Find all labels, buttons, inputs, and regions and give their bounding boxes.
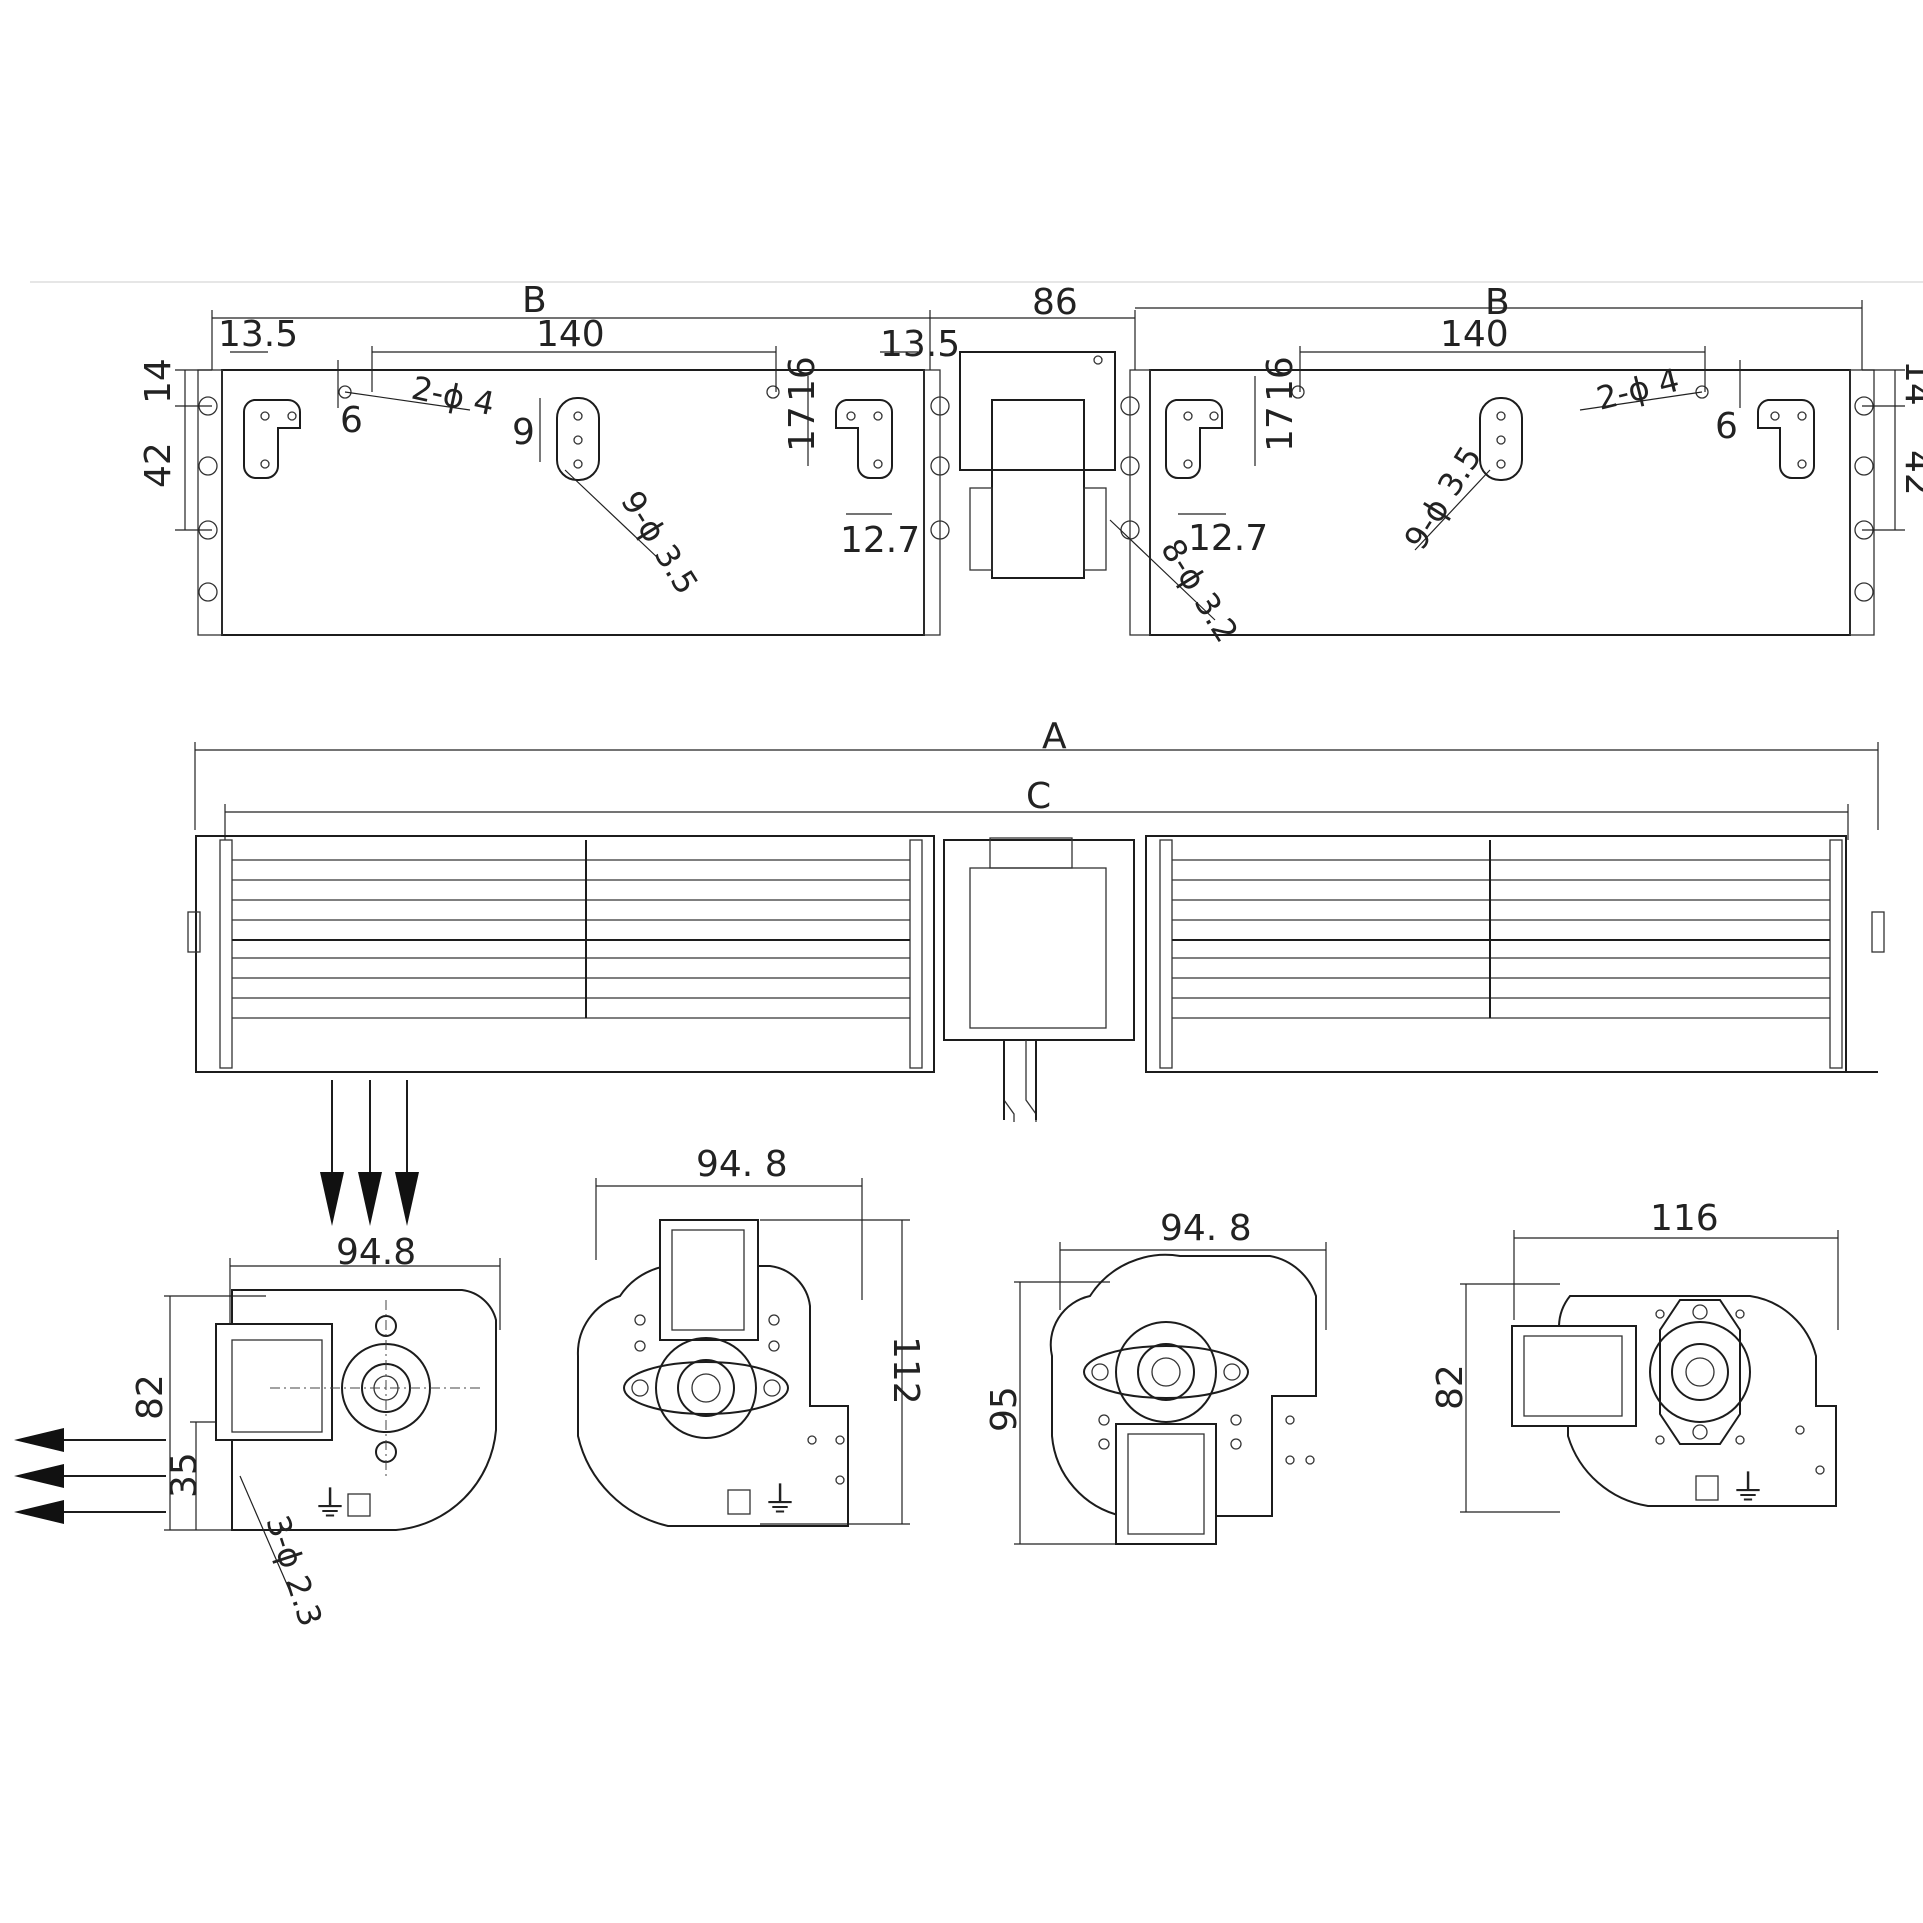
ground-symbol-4: ⏚ [1730, 1468, 1766, 1509]
label-pair-16-left: 16 [782, 356, 823, 402]
label-v3-width: 94. 8 [1160, 1208, 1252, 1249]
label-v4-width: 116 [1650, 1198, 1719, 1239]
front-view: A C [187, 716, 1885, 1122]
label-holes-right: 9-ϕ 3.5 [1397, 439, 1490, 556]
end-view-1: 94.8 82 35 ⏚ 3-ϕ 2.3 [14, 1080, 501, 1631]
top-labels: B 86 B 13.5 13.5 140 140 2-ϕ 4 2-ϕ 4 6 6… [138, 280, 1923, 649]
label-spacing-right: 12.7 [1188, 518, 1268, 559]
label-motor-width: 86 [1032, 282, 1078, 323]
ground-symbol-2: ⏚ [762, 1480, 798, 1521]
motor-top [959, 351, 1116, 579]
label-pitch-left: 140 [536, 314, 605, 355]
label-pitch-right: 140 [1440, 314, 1509, 355]
label-slot-offset-right: 6 [1715, 406, 1738, 447]
label-slot-offset-left: 6 [340, 400, 363, 441]
left-housing [197, 369, 950, 636]
label-hole-spec-left: 2-ϕ 4 [408, 369, 498, 424]
label-edge-14-right: 14 [1897, 360, 1923, 406]
end-view-4: 116 82 ⏚ [1430, 1198, 1839, 1513]
label-spacing-left: 12.7 [840, 520, 920, 561]
label-v1-outlet: 35 [164, 1452, 205, 1498]
right-housing [1120, 369, 1875, 636]
label-v2-width: 94. 8 [696, 1144, 788, 1185]
label-v2-height: 112 [885, 1336, 926, 1405]
label-B-right: B [1485, 282, 1510, 323]
label-B-left: B [522, 280, 547, 321]
label-edge-left: 13.5 [218, 314, 298, 355]
label-v1-height: 82 [130, 1374, 171, 1420]
end-view-2: 94. 8 112 ⏚ [576, 1144, 926, 1527]
label-edge-42-left: 42 [138, 442, 179, 488]
label-v1-holes: 3-ϕ 2.3 [258, 1511, 329, 1631]
label-A: A [1042, 716, 1067, 757]
top-dimensions [175, 300, 1905, 621]
label-edge-right: 13.5 [880, 324, 960, 365]
label-v1-width: 94.8 [336, 1232, 416, 1273]
ground-symbol-1: ⏚ [312, 1484, 348, 1525]
label-pair-17-left: 17 [782, 406, 823, 452]
label-slot-length: 9 [512, 412, 535, 453]
label-holes-left: 9-ϕ 3.5 [613, 484, 706, 601]
label-edge-42-right: 42 [1897, 450, 1923, 496]
label-edge-14-left: 14 [138, 358, 179, 404]
label-pair-16-right: 16 [1260, 356, 1301, 402]
label-v4-height: 82 [1430, 1364, 1471, 1410]
top-view: B 86 B 13.5 13.5 140 140 2-ϕ 4 2-ϕ 4 6 6… [138, 280, 1923, 649]
label-v3-height: 95 [984, 1386, 1025, 1432]
label-pair-17-right: 17 [1260, 406, 1301, 452]
label-C: C [1026, 776, 1051, 817]
end-view-3: 94. 8 95 [984, 1208, 1327, 1545]
